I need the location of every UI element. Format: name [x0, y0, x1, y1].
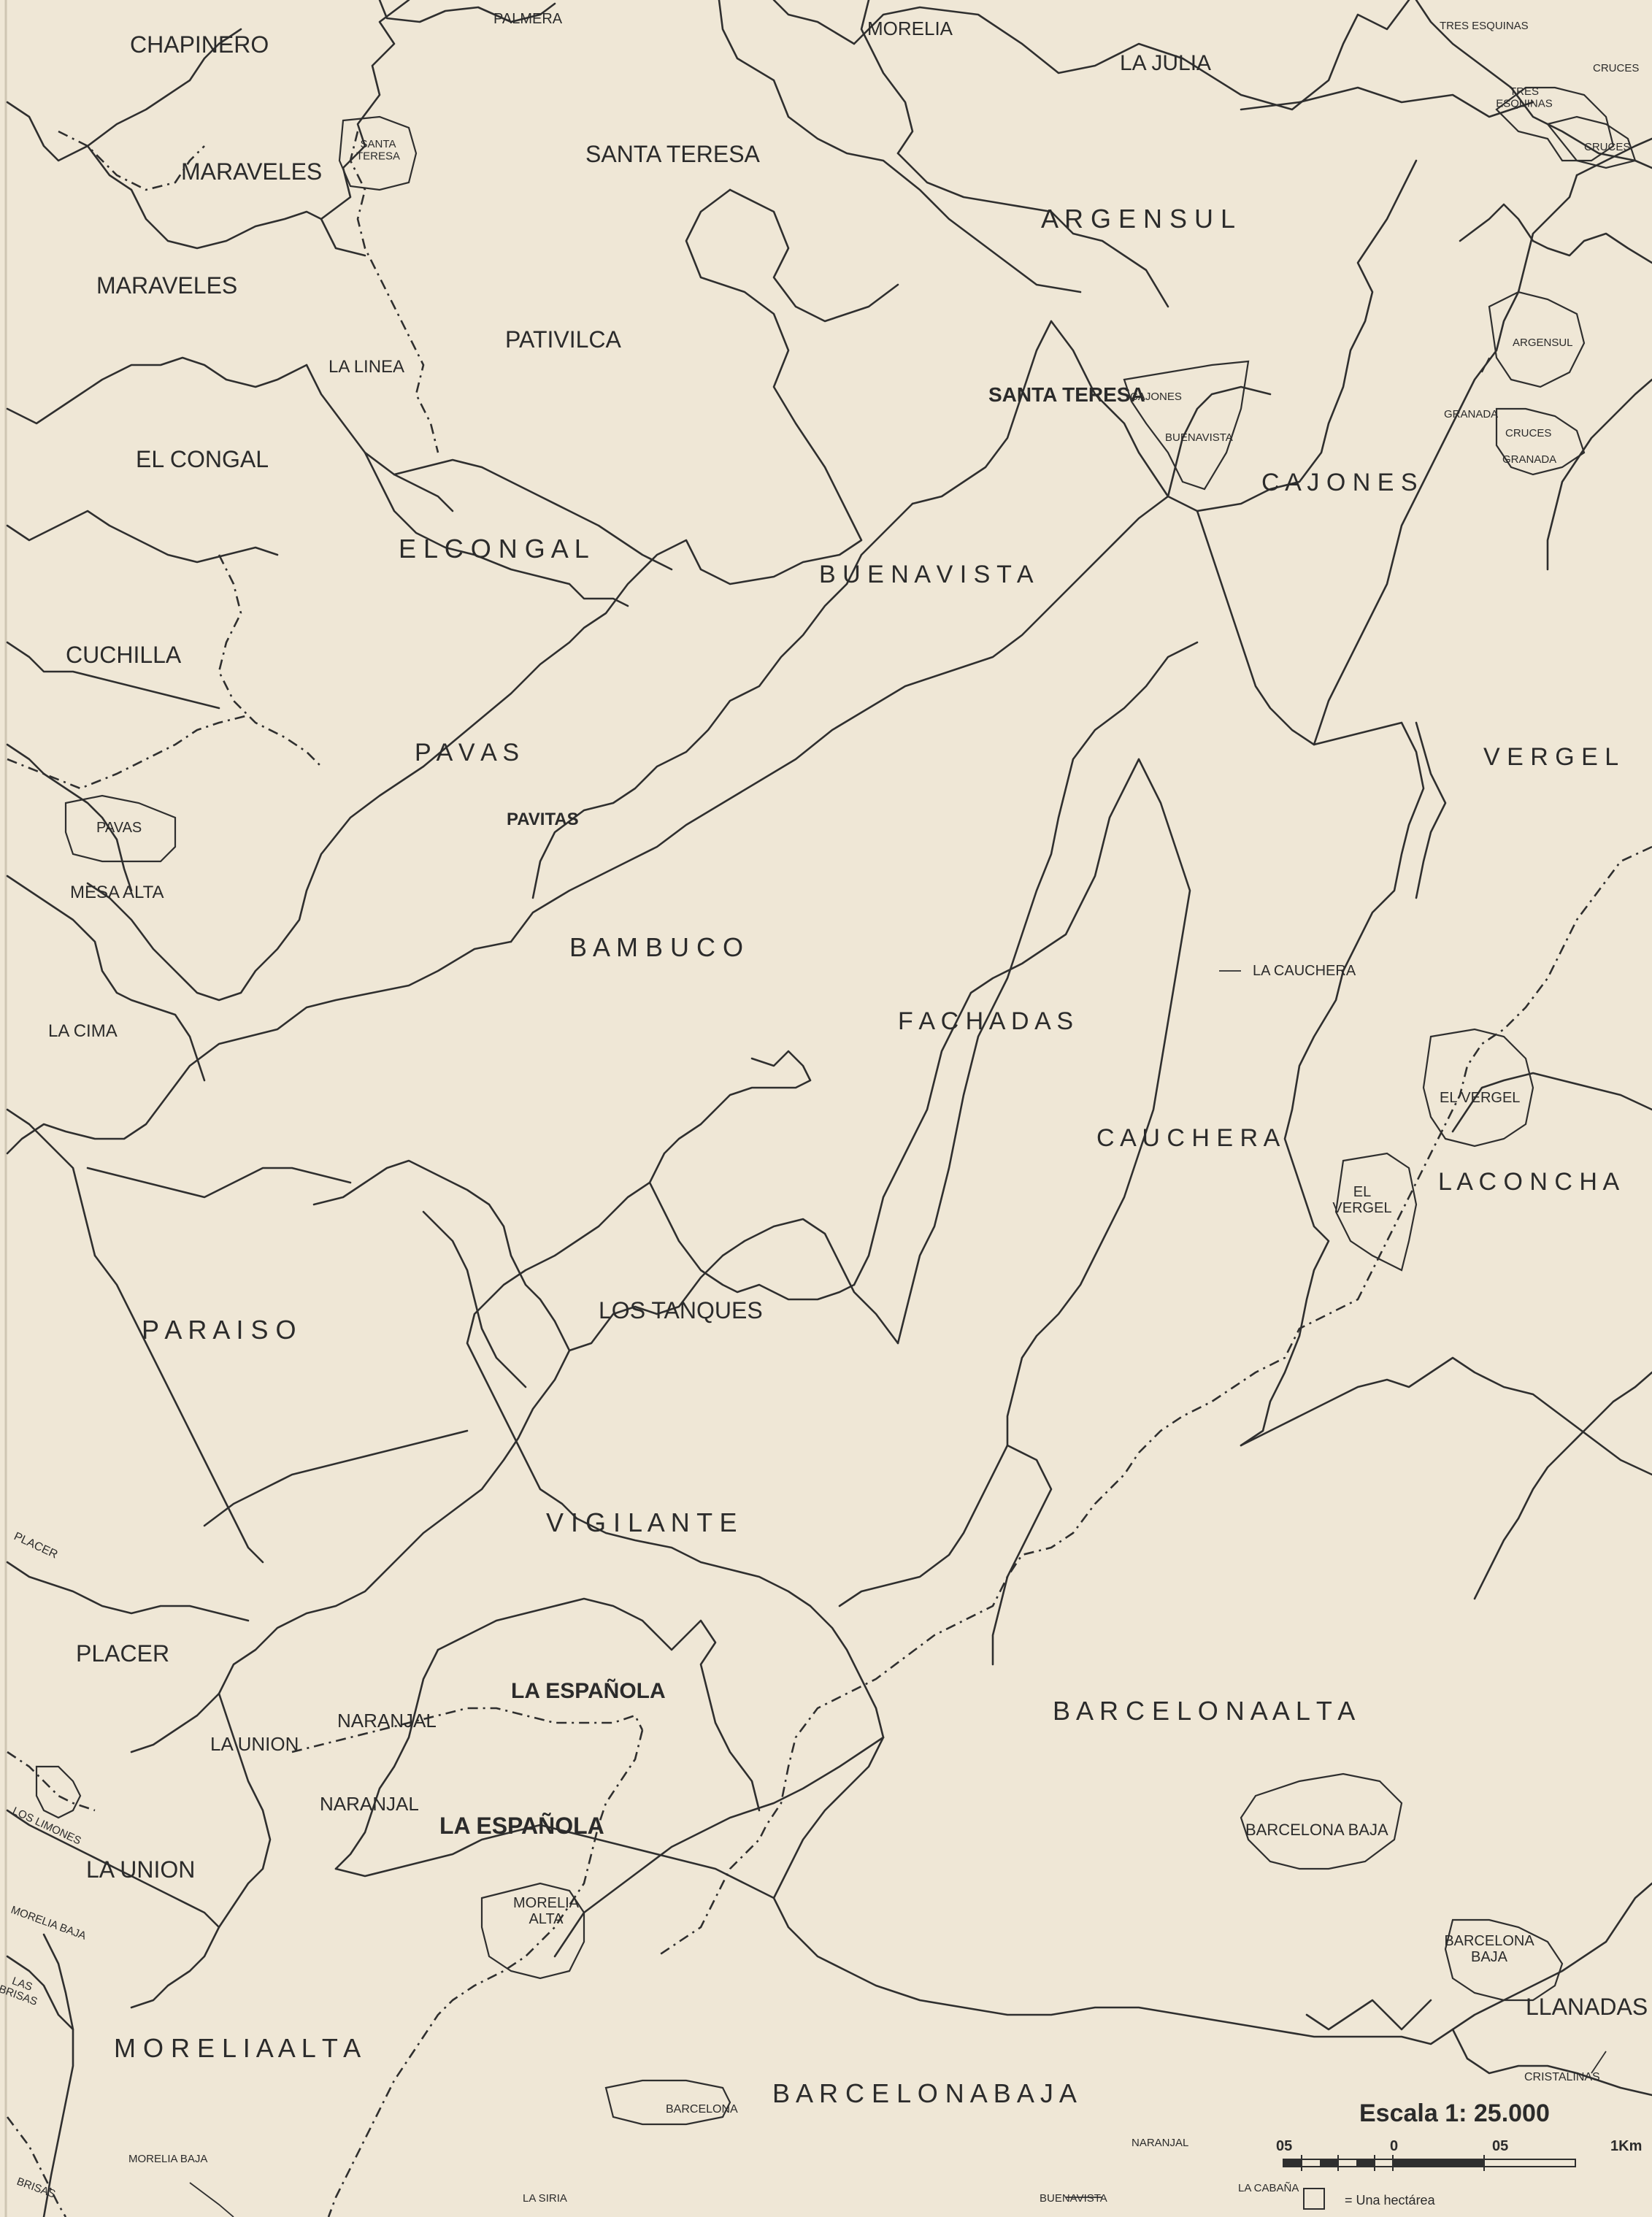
label-bambuco: B A M B U C O: [569, 932, 743, 962]
label-pavas-big: P A V A S: [415, 739, 519, 766]
label-pativilca: PATIVILCA: [505, 326, 622, 353]
label-buenavista-small: BUENAVISTA: [1165, 431, 1233, 444]
label-mesa-alta: MESA ALTA: [70, 883, 164, 902]
label-barcelona-baja-1: BARCELONA BAJA: [1245, 1821, 1388, 1839]
scale-title: Escala 1: 25.000: [1359, 2099, 1550, 2127]
label-paraiso: P A R A I S O: [142, 1315, 296, 1345]
scale-block: Escala 1: 25.000 05 0 05 1Km = Una hectá…: [1276, 2099, 1642, 2210]
solid-boundaries: [6, 0, 1652, 2217]
label-morelia-alta: M O R E L I A A L T A: [114, 2033, 361, 2063]
label-barcelona-baja-big: B A R C E L O N A B A J A: [772, 2078, 1077, 2108]
label-la-union-small: LA UNION: [210, 1733, 299, 1755]
label-barcelona-alta: B A R C E L O N A A L T A: [1053, 1696, 1355, 1726]
label-cajones-small: CAJONES: [1130, 391, 1182, 403]
label-llanadas: LLANADAS: [1526, 1994, 1648, 2020]
label-la-cauchera: LA CAUCHERA: [1253, 963, 1356, 979]
label-la-concha: L A C O N C H A: [1438, 1168, 1619, 1196]
label-pavitas: PAVITAS: [507, 810, 579, 829]
label-cruces-small-2: CRUCES: [1505, 427, 1551, 439]
label-granada-1: GRANADA: [1444, 408, 1498, 420]
label-cuchilla: CUCHILLA: [66, 642, 182, 668]
label-la-julia: LA JULIA: [1120, 51, 1211, 75]
hectare-symbol-box: [1303, 2188, 1325, 2210]
label-vigilante: V I G I L A N T E: [546, 1507, 737, 1537]
label-naranjal-bottom: NARANJAL: [1132, 2137, 1188, 2149]
label-naranjal-2: NARANJAL: [320, 1793, 419, 1815]
label-morelia-baja-side: MORELIA BAJA: [9, 1904, 88, 1943]
label-la-linea: LA LINEA: [329, 357, 404, 377]
label-palmera: PALMERA: [493, 11, 563, 27]
label-placer: PLACER: [76, 1640, 169, 1667]
label-barcelona-small: BARCELONA: [666, 2103, 738, 2116]
label-maraveles-2: MARAVELES: [96, 272, 237, 299]
leader-lines: [189, 357, 1607, 2217]
label-morelia-top: MORELIA: [867, 18, 953, 39]
label-pavas-small: PAVAS: [96, 820, 142, 836]
label-buenavista-bottom: BUENAVISTA: [1040, 2192, 1107, 2205]
hectare-legend-text: = Una hectárea: [1345, 2193, 1436, 2208]
label-cajones: C A J O N E S: [1261, 469, 1418, 496]
scale-tick-end: 1Km: [1610, 2138, 1642, 2154]
label-fachadas: F A C H A D A S: [898, 1007, 1073, 1035]
label-la-cima: LA CIMA: [48, 1021, 118, 1041]
label-santa-teresa-2: SANTA TERESA: [988, 383, 1145, 406]
label-morelia-baja-bottom: MORELIA BAJA: [128, 2153, 207, 2165]
scale-tick-left: 05: [1276, 2138, 1292, 2154]
label-naranjal-1: NARANJAL: [337, 1710, 437, 1732]
label-placer-small: PLACER: [12, 1530, 59, 1561]
label-vergel: V E R G E L: [1483, 743, 1618, 771]
label-granada-2: GRANADA: [1502, 453, 1556, 466]
label-cauchera: C A U C H E R A: [1096, 1124, 1280, 1152]
label-los-tanques: LOS TANQUES: [599, 1297, 763, 1323]
label-el-congal-2: E L C O N G A L: [399, 534, 589, 564]
label-santa-teresa-1: SANTA TERESA: [585, 141, 761, 167]
small-parcels: [35, 86, 1637, 2126]
label-buenavista: B U E N A V I S T A: [819, 561, 1034, 588]
label-argensul-small: ARGENSUL: [1513, 337, 1573, 349]
label-la-union: LA UNION: [86, 1856, 195, 1883]
label-la-espanola-2: LA ESPAÑOLA: [439, 1813, 604, 1839]
label-la-siria: LA SIRIA: [523, 2192, 567, 2205]
label-el-vergel-1: EL VERGEL: [1440, 1090, 1520, 1106]
label-tres-esquinas-top: TRES ESQUINAS: [1440, 20, 1529, 32]
label-cristalinas: CRISTALINAS: [1524, 2071, 1600, 2083]
label-maraveles-1: MARAVELES: [181, 158, 322, 185]
dashed-boundaries: [6, 130, 1652, 2217]
label-chapinero: CHAPINERO: [130, 31, 269, 58]
scale-bar: [1283, 2155, 1576, 2171]
label-la-espanola-1: LA ESPAÑOLA: [511, 1678, 666, 1703]
label-la-cabana: LA CABAÑA: [1238, 2182, 1299, 2194]
label-el-congal-1: EL CONGAL: [136, 446, 269, 472]
scale-tick-right: 05: [1492, 2138, 1508, 2154]
scale-tick-mid: 0: [1390, 2138, 1398, 2154]
label-cruces-top: CRUCES: [1593, 62, 1639, 74]
label-cruces-small: CRUCES: [1584, 141, 1630, 153]
place-labels: CHAPINERO PALMERA MORELIA TRES ESQUINAS …: [0, 11, 1648, 2205]
label-argensul: A R G E N S U L: [1041, 204, 1235, 234]
